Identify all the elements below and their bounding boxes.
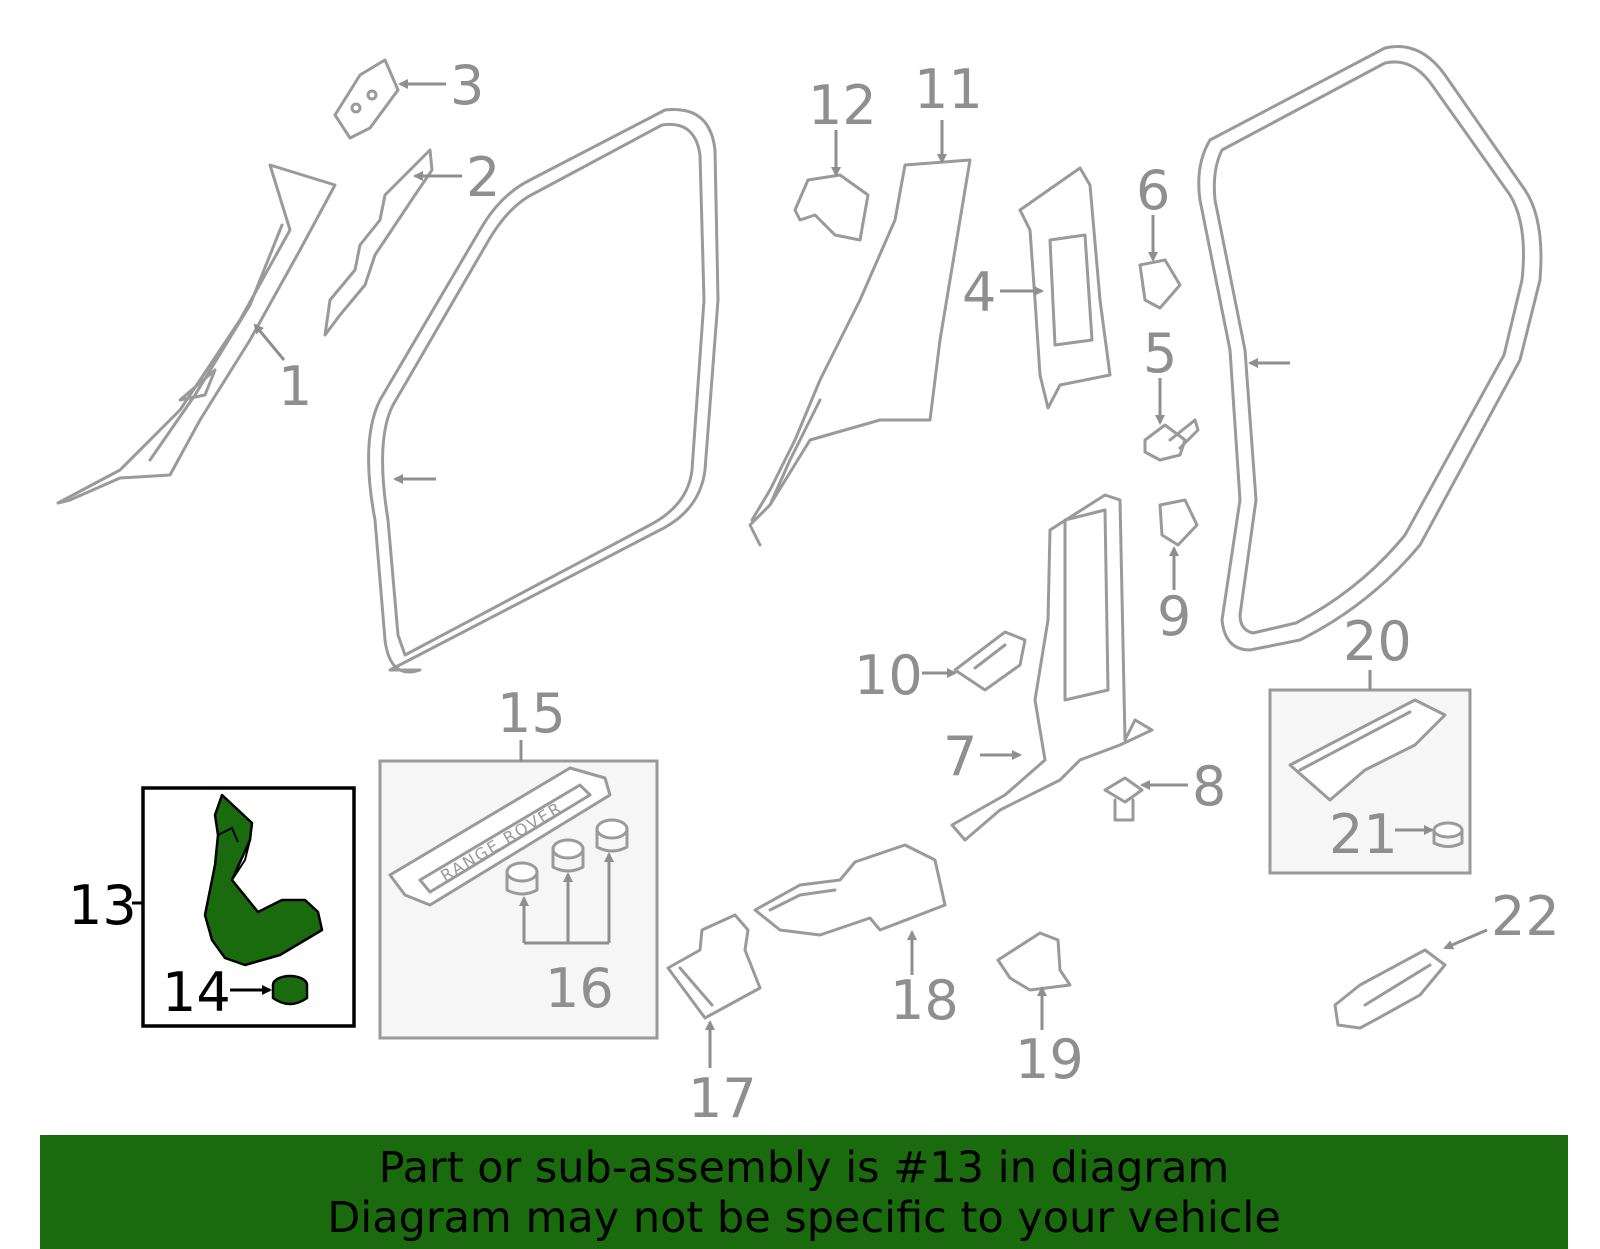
callout-10: 10	[854, 644, 923, 707]
part-9-clip	[1158, 498, 1199, 547]
callout-18: 18	[890, 969, 959, 1032]
part-22-trim-clip	[1333, 948, 1447, 1030]
part-7-pillar-trim	[950, 493, 1154, 842]
callout-5: 5	[1143, 322, 1177, 385]
part-1-a-pillar-trim	[56, 163, 337, 505]
callout-9: 9	[1157, 585, 1191, 648]
front-door-weatherstrip	[367, 108, 720, 674]
callout-1: 1	[278, 355, 312, 418]
callout-22: 22	[1491, 885, 1560, 948]
callout-16: 16	[545, 957, 614, 1020]
callout-6: 6	[1136, 159, 1170, 222]
part-8-bolt	[1103, 776, 1144, 822]
callout-20: 20	[1343, 610, 1412, 673]
part-20-scuff-plate	[1288, 698, 1447, 802]
callout-12: 12	[808, 74, 877, 137]
callout-8: 8	[1192, 755, 1226, 818]
part-3-bracket	[333, 58, 400, 140]
part-21-plug	[1432, 821, 1464, 848]
part-13-pillar-trim-highlighted	[203, 793, 324, 967]
part-2-bracket	[323, 148, 434, 337]
part-17-bracket	[666, 913, 762, 1020]
leader-16	[519, 852, 614, 945]
part-18-sill-trim	[753, 843, 947, 937]
part-19-clip	[996, 931, 1072, 992]
callout-2: 2	[466, 146, 500, 209]
leader-22	[1443, 928, 1488, 950]
callout-14: 14	[162, 961, 231, 1024]
rear-door-weatherstrip	[1197, 45, 1543, 652]
part-10-bracket	[953, 630, 1027, 692]
banner-line-2: Diagram may not be specific to your vehi…	[327, 1193, 1281, 1243]
callout-13: 13	[68, 874, 137, 937]
callout-3: 3	[450, 54, 484, 117]
callout-11: 11	[914, 58, 983, 121]
part-6-clip	[1138, 258, 1182, 310]
banner-line-1: Part or sub-assembly is #13 in diagram	[378, 1143, 1230, 1193]
leader-1	[253, 323, 286, 361]
callout-21: 21	[1329, 803, 1398, 866]
part-11-b-pillar-trim	[748, 158, 972, 547]
callout-17: 17	[688, 1067, 757, 1130]
callout-19: 19	[1015, 1028, 1084, 1091]
part-14-grommet-highlighted	[271, 974, 309, 1006]
callout-4: 4	[962, 261, 996, 324]
callout-7: 7	[943, 725, 977, 788]
part-16-grommets	[505, 818, 629, 896]
part-5-screw	[1143, 418, 1200, 462]
callout-15: 15	[497, 682, 566, 745]
part-4-pillar-trim	[1018, 166, 1112, 410]
part-12-clip-bracket	[793, 173, 870, 242]
info-banner: Part or sub-assembly is #13 in diagram D…	[40, 1135, 1568, 1249]
